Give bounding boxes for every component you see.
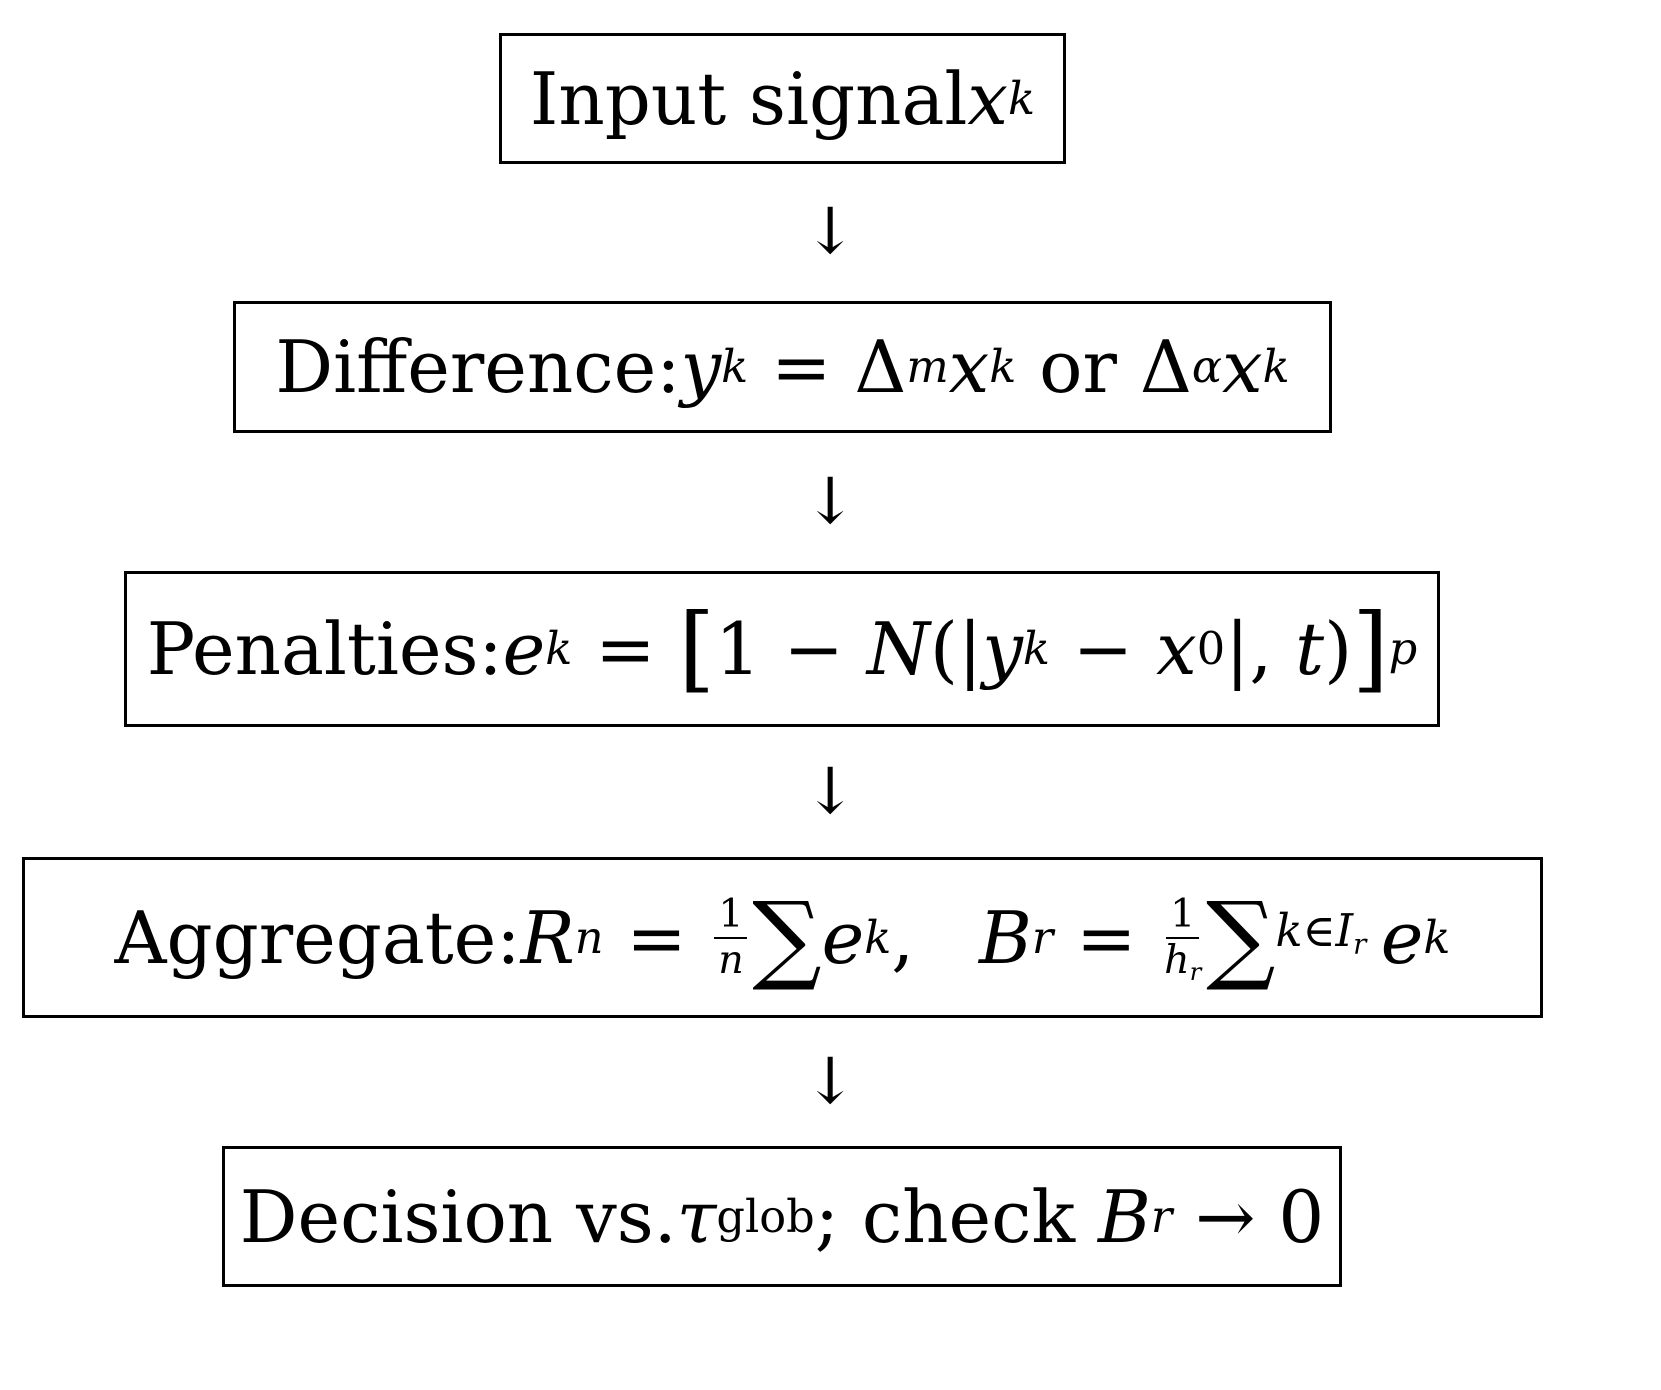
decision-check: ; check [814,1174,1098,1259]
penalties-e: e [502,607,546,691]
penalties-one-minus: 1 − [714,607,867,691]
aggregate-fraction-2: 1 hr [1164,892,1202,986]
down-arrow-1: ↓ [803,195,857,269]
penalties-t: t [1295,607,1325,691]
penalties-open: (| [929,607,983,691]
decision-zero: 0 [1278,1174,1325,1259]
difference-x1: x [948,325,990,409]
aggregate-equals-1: = [603,895,710,980]
penalties-equals: = [572,607,679,691]
aggregate-B: B [978,895,1032,980]
input-signal-var: x [967,56,1009,141]
input-signal-label: Input signal [529,56,968,141]
difference-y: y [680,325,722,409]
aggregate-sum-1: ∑ [752,880,822,994]
aggregate-frac1-num: 1 [714,892,748,939]
aggregate-equals-2: = [1053,895,1160,980]
down-arrow-3: ↓ [803,755,857,829]
penalties-rparen: ) [1324,607,1353,691]
aggregate-frac1-den: n [718,936,744,983]
difference-delta-m: Δ [854,325,907,409]
down-arrow-2: ↓ [803,465,857,539]
aggregate-frac2-h-sub: r [1189,956,1202,986]
decision-label: Decision vs. [239,1174,677,1259]
aggregate-frac2-num: 1 [1166,892,1200,939]
aggregate-sum-2-index: k∈I [1275,904,1354,957]
aggregate-sum-2-sub: k∈Ir [1275,908,1366,957]
difference-x2: x [1221,325,1263,409]
aggregate-fraction-1: 1 n [714,892,748,983]
penalties-x: x [1156,607,1197,691]
down-arrow-4: ↓ [803,1045,857,1119]
aggregate-e1: e [821,895,865,980]
penalties-left-bracket: [ [678,594,715,704]
difference-or: or [1016,325,1140,409]
aggregate-frac2-h: h [1164,936,1190,983]
difference-label: Difference: [275,325,681,409]
decision-B: B [1098,1174,1151,1259]
penalties-minus: − [1049,607,1157,691]
aggregate-R: R [520,895,575,980]
decision-tau: τ [676,1174,717,1259]
penalties-right-bracket: ] [1352,594,1389,704]
penalties-label: Penalties: [146,607,503,691]
difference-delta-alpha: Δ [1139,325,1192,409]
aggregate-e2: e [1380,895,1424,980]
aggregate-frac2-den: hr [1164,936,1202,986]
aggregate-label: Aggregate: [114,895,521,980]
decision-arrow: → [1172,1174,1279,1259]
penalties-close: |, [1225,607,1296,691]
penalties-y: y [982,607,1023,691]
aggregate-sum-2-index-r: r [1353,927,1367,961]
aggregate-comma: , [891,895,915,980]
penalties-N: N [866,607,930,691]
aggregate-sum-2: ∑ [1206,880,1276,994]
difference-equals: = [748,325,855,409]
